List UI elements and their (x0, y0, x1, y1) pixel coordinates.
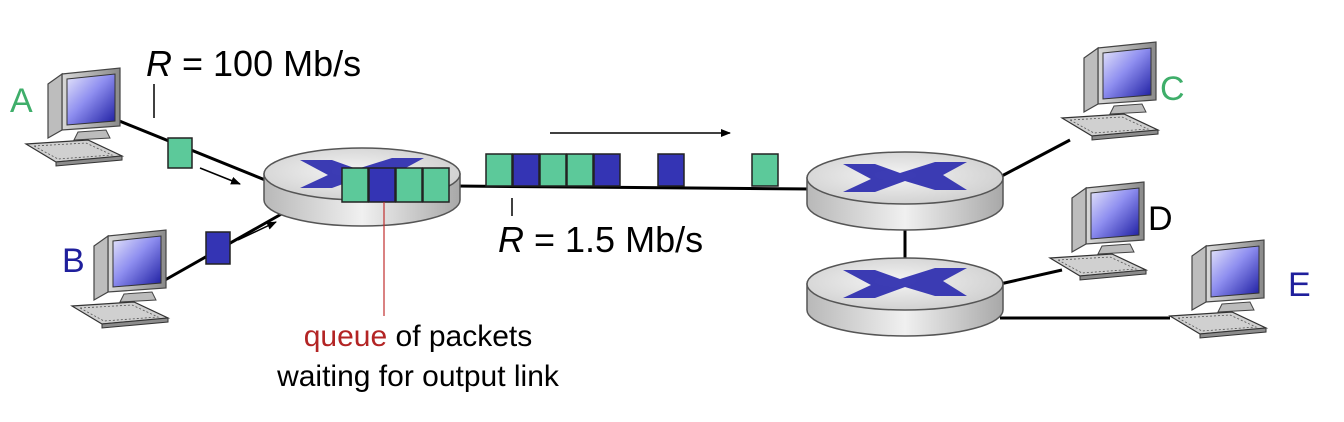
host-label-b: B (62, 242, 85, 280)
host-label-a: A (10, 82, 33, 120)
link-packet (566, 153, 594, 187)
arrow-icon (199, 167, 241, 185)
queue-caption-line1: queue of packets (304, 320, 533, 353)
bottleneck-packets (485, 153, 779, 187)
link-router-d (999, 268, 1063, 286)
router-icon (806, 257, 1004, 337)
computer-icon (1169, 239, 1267, 339)
packet-access-a (167, 137, 193, 169)
queue-packet (368, 167, 396, 203)
arrow-icon (237, 221, 277, 241)
computer-icon (1061, 41, 1159, 141)
router-icon (806, 151, 1004, 231)
bottleneck-rate-label: R = 1.5 Mb/s (498, 219, 703, 260)
computer-icon (71, 229, 169, 329)
queue-packet (341, 167, 369, 203)
host-label-e: E (1288, 266, 1311, 304)
link-packet (751, 153, 779, 187)
host-label-c: C (1160, 70, 1185, 108)
packet-access-b (205, 231, 231, 265)
link-packet (485, 153, 513, 187)
host-label-d: D (1148, 200, 1173, 238)
access-rate-label: R = 100 Mb/s (146, 43, 361, 84)
link-packet (512, 153, 540, 187)
link-packet (539, 153, 567, 187)
computer-icon (25, 67, 123, 167)
computer-icon (1049, 181, 1147, 281)
queue-packet (422, 167, 450, 203)
queue-packet (395, 167, 423, 203)
link-a-router (111, 116, 281, 188)
router-queue (341, 167, 450, 203)
queue-caption-line2: waiting for output link (276, 360, 560, 393)
link-router-c (997, 138, 1071, 180)
link-packet (657, 153, 685, 187)
link-packet (593, 153, 621, 187)
